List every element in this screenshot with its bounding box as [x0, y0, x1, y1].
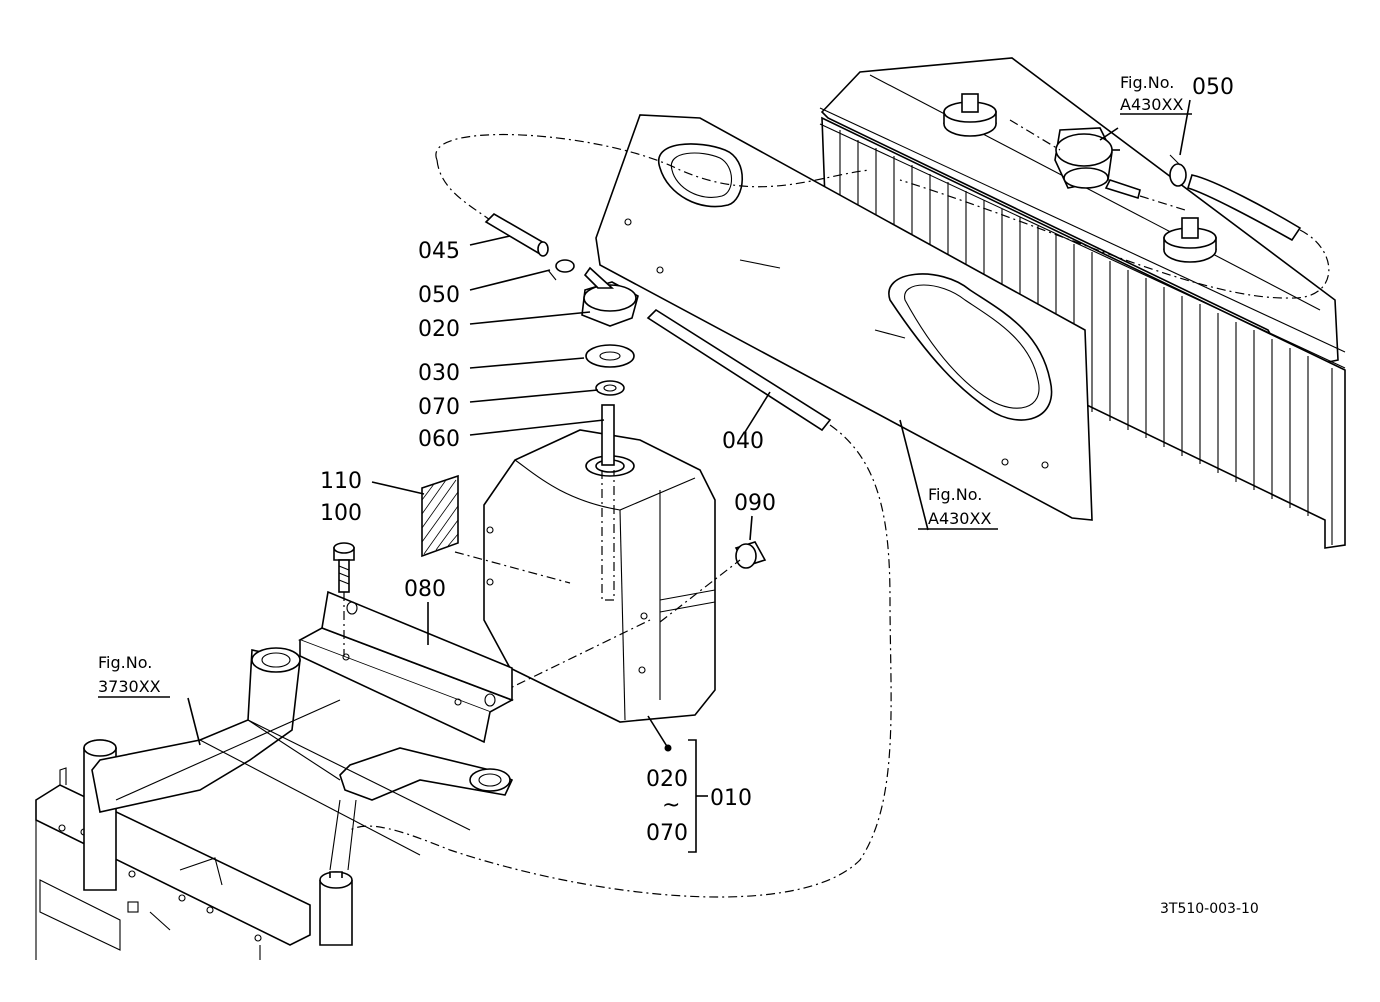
- fig-ref-left-number: 3730XX: [98, 677, 161, 696]
- callout-040: 040: [722, 429, 764, 454]
- callout-set-tilde: ~: [662, 793, 680, 818]
- frame: [35, 647, 514, 960]
- callout-labels: 045 050 020 030 070 060 040 110 100 080 …: [320, 75, 1234, 846]
- drawing-code: 3T510-003-10: [1160, 901, 1259, 917]
- reserve-tank: [298, 213, 892, 898]
- callout-090: 090: [734, 491, 776, 516]
- callout-060: 060: [418, 427, 460, 452]
- fig-ref-middle-right-number: A430XX: [928, 509, 991, 528]
- callout-070: 070: [418, 395, 460, 420]
- figure-references: Fig.No. A430XX Fig.No. A430XX Fig.No. 37…: [98, 73, 1183, 696]
- callout-050-left: 050: [418, 283, 460, 308]
- fig-ref-top-right-number: A430XX: [1120, 95, 1183, 114]
- callout-110: 110: [320, 469, 362, 494]
- leader-lines: [98, 99, 1192, 853]
- callout-080: 080: [404, 577, 446, 602]
- fan-shroud: [435, 114, 1093, 521]
- fig-ref-middle-right-label: Fig.No.: [928, 485, 982, 504]
- set-marker-dot: [664, 744, 672, 752]
- fig-ref-top-right-label: Fig.No.: [1120, 73, 1174, 92]
- callout-045: 045: [418, 239, 460, 264]
- fig-ref-left-label: Fig.No.: [98, 653, 152, 672]
- callout-020: 020: [418, 317, 460, 342]
- callout-set-start: 020: [646, 767, 688, 792]
- callout-100: 100: [320, 501, 362, 526]
- callout-set-end: 070: [646, 821, 688, 846]
- callout-set-parent: 010: [710, 786, 752, 811]
- callout-050-right: 050: [1192, 75, 1234, 100]
- callout-030: 030: [418, 361, 460, 386]
